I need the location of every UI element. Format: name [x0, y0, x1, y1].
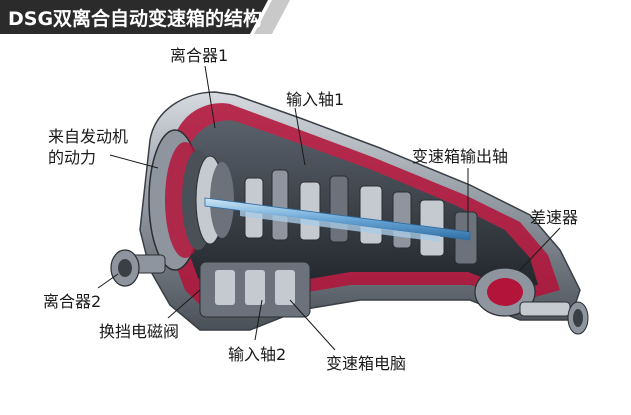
label-input-shaft1: 输入轴1: [286, 90, 345, 109]
leader-input-shaft1: [294, 107, 306, 166]
leader-input-shaft2: [254, 299, 263, 341]
leader-solenoid-valve: [167, 289, 201, 319]
leader-clutch2: [97, 273, 119, 289]
left-flange: [110, 249, 166, 287]
label-output-shaft: 变速箱输出轴: [412, 147, 509, 166]
label-clutch2: 离合器2: [43, 292, 102, 311]
label-engine-power-line2: 的动力: [48, 148, 97, 167]
valve-body: [199, 261, 311, 318]
label-solenoid-valve: 换挡电磁阀: [99, 322, 180, 341]
leader-clutch1: [204, 65, 216, 129]
label-input-shaft2: 输入轴2: [228, 345, 287, 364]
label-clutch1: 离合器1: [170, 46, 229, 65]
label-engine-power-line1: 来自发动机: [48, 127, 129, 146]
leader-differential: [519, 227, 561, 271]
leader-tcu: [289, 299, 336, 351]
leader-engine-power: [109, 154, 159, 169]
title-banner: DSG双离合自动变速箱的结构: [0, 0, 300, 34]
label-differential: 差速器: [530, 208, 579, 227]
differential-assembly: [474, 267, 589, 335]
title-banner-bg: [0, 0, 290, 34]
label-tcu: 变速箱电脑: [326, 354, 407, 373]
page-title: DSG双离合自动变速箱的结构: [8, 8, 263, 30]
leader-lines: [97, 65, 561, 351]
clutch-pack: [148, 129, 234, 271]
input-shaft: [204, 197, 471, 242]
